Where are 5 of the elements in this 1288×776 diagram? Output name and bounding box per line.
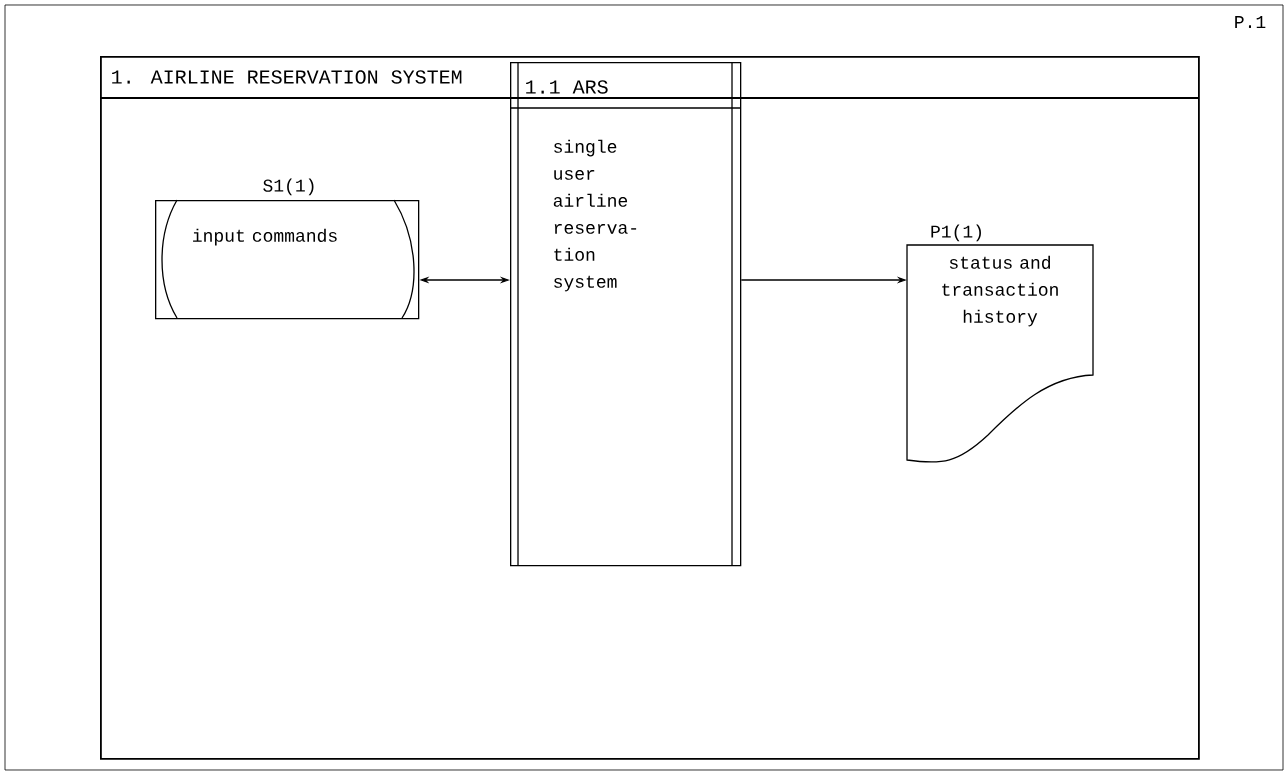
display-box: S1(1) input commands [155,178,420,320]
page-number: P.1 [1235,16,1266,28]
process-box: 1.1 ARS single user airline reserva- tion system [509,61,742,567]
node-label: P1(1) [931,224,981,242]
node-label: S1(1) [263,178,314,196]
